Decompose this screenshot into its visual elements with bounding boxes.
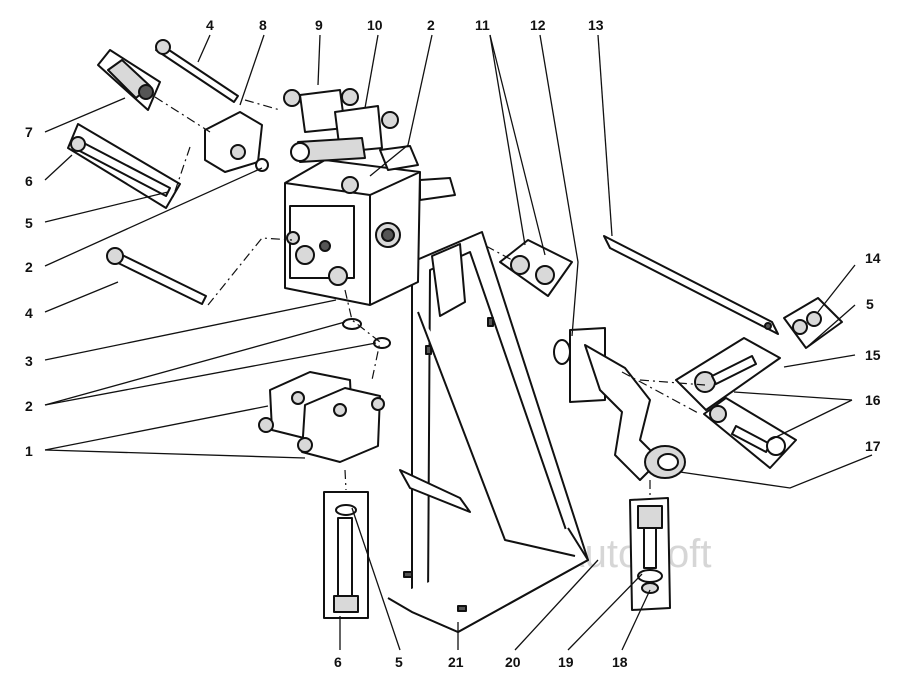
- callout-8: 8: [259, 17, 267, 33]
- pipe-17: [553, 327, 686, 481]
- nuts-11: [499, 239, 573, 297]
- valve-block-3: [284, 159, 456, 306]
- callout-labels: 4 8 9 10 2 11 12 13 7 6 5 2 4 3 2 1 14 5…: [25, 17, 881, 670]
- assembly-lines: [154, 96, 706, 500]
- callout-17: 17: [865, 438, 881, 454]
- callout-13: 13: [588, 17, 604, 33]
- callout-10: 10: [367, 17, 383, 33]
- callout-9: 9: [315, 17, 323, 33]
- callout-2-top: 2: [427, 17, 435, 33]
- bolt-6-top: [67, 123, 181, 209]
- bolt-4-left: [106, 247, 207, 305]
- bolt-4-top: [155, 39, 239, 103]
- callout-6-left: 6: [25, 173, 33, 189]
- callout-20: 20: [505, 654, 521, 670]
- callout-18: 18: [612, 654, 628, 670]
- callout-21: 21: [448, 654, 464, 670]
- nuts-14-5: [783, 297, 843, 349]
- bracket-21: [387, 231, 589, 633]
- valve-block-8: [204, 111, 269, 173]
- callout-6-bottom: 6: [334, 654, 342, 670]
- callout-5-bottom: 5: [395, 654, 403, 670]
- washers-2-3: [342, 318, 391, 349]
- strap-13: [603, 235, 779, 335]
- leader-lines: [44, 34, 873, 651]
- callout-2-left: 2: [25, 259, 33, 275]
- valve-cluster-9-10: [283, 88, 419, 171]
- callout-19: 19: [558, 654, 574, 670]
- fitting-7: [97, 49, 161, 111]
- callout-1: 1: [25, 443, 33, 459]
- callout-2-lower: 2: [25, 398, 33, 414]
- bolt-18-19: [629, 497, 671, 611]
- valve-pair-1: [258, 371, 385, 463]
- callout-14: 14: [865, 250, 881, 266]
- callout-16: 16: [865, 392, 881, 408]
- callout-4-top: 4: [206, 17, 214, 33]
- callout-4-left: 4: [25, 305, 33, 321]
- bolt-15: [675, 337, 781, 411]
- callout-5-left: 5: [25, 215, 33, 231]
- bolt-6-bottom: [323, 491, 369, 619]
- callout-7: 7: [25, 124, 33, 140]
- callout-3: 3: [25, 353, 33, 369]
- bolt-16: [703, 397, 797, 469]
- callout-11: 11: [475, 17, 490, 33]
- callout-12: 12: [530, 17, 546, 33]
- callout-15: 15: [865, 347, 881, 363]
- callout-5-right: 5: [866, 296, 874, 312]
